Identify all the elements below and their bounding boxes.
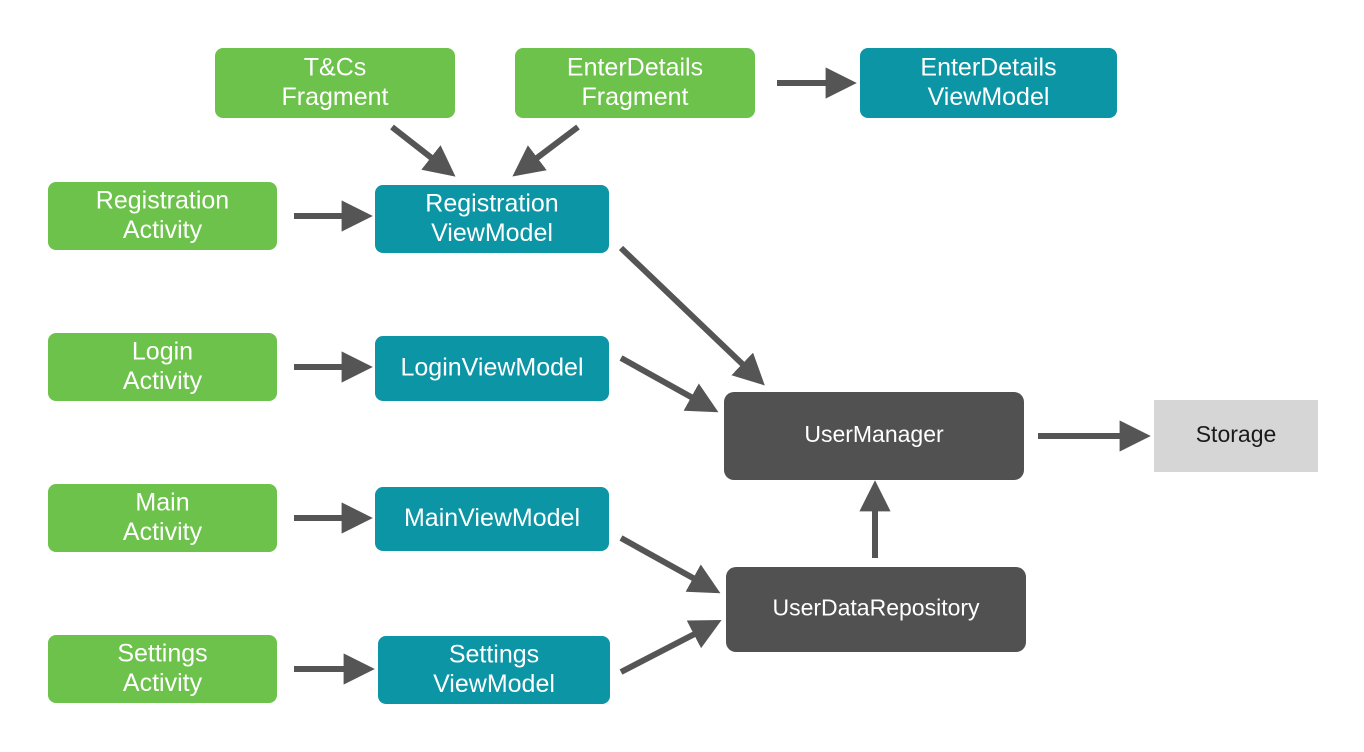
- node-storage[interactable]: Storage: [1154, 400, 1318, 472]
- node-box-registration-activity: [48, 182, 277, 250]
- node-label-main-viewmodel: MainViewModel: [404, 504, 580, 532]
- node-user-manager[interactable]: UserManager: [724, 392, 1024, 480]
- edge-main-vm-to-user-data-repository: [619, 535, 721, 594]
- node-box-user-data-repository: [726, 567, 1026, 652]
- node-box-user-manager: [724, 392, 1024, 480]
- node-box-settings-viewmodel: [378, 636, 610, 704]
- node-box-tcs-fragment: [215, 48, 455, 118]
- node-box-settings-activity: [48, 635, 277, 703]
- node-box-login-activity: [48, 333, 277, 401]
- edges-layer: [294, 67, 1151, 685]
- node-box-enterdetails-viewmodel: [860, 48, 1117, 118]
- edge-tcs-to-registration-vm: [390, 124, 456, 177]
- node-main-viewmodel[interactable]: MainViewModel: [375, 487, 609, 551]
- node-user-data-repository[interactable]: UserDataRepository: [726, 567, 1026, 652]
- node-box-registration-viewmodel: [375, 185, 609, 253]
- node-login-viewmodel[interactable]: LoginViewModel: [375, 336, 609, 401]
- node-box-login-viewmodel: [375, 336, 609, 401]
- node-box-storage: [1154, 400, 1318, 472]
- node-label-storage: Storage: [1196, 421, 1277, 447]
- edge-registration-vm-to-user-manager: [618, 245, 765, 386]
- edge-settings-vm-to-user-data-repository: [619, 620, 722, 675]
- node-label-login-viewmodel: LoginViewModel: [401, 353, 584, 381]
- node-label-user-data-repository: UserDataRepository: [772, 595, 980, 621]
- node-box-main-viewmodel: [375, 487, 609, 551]
- edge-enterdetails-frag-to-registration-vm: [512, 124, 580, 177]
- node-box-enterdetails-fragment: [515, 48, 755, 118]
- node-box-main-activity: [48, 484, 277, 552]
- node-label-user-manager: UserManager: [804, 421, 944, 447]
- edge-login-vm-to-user-manager: [619, 355, 719, 413]
